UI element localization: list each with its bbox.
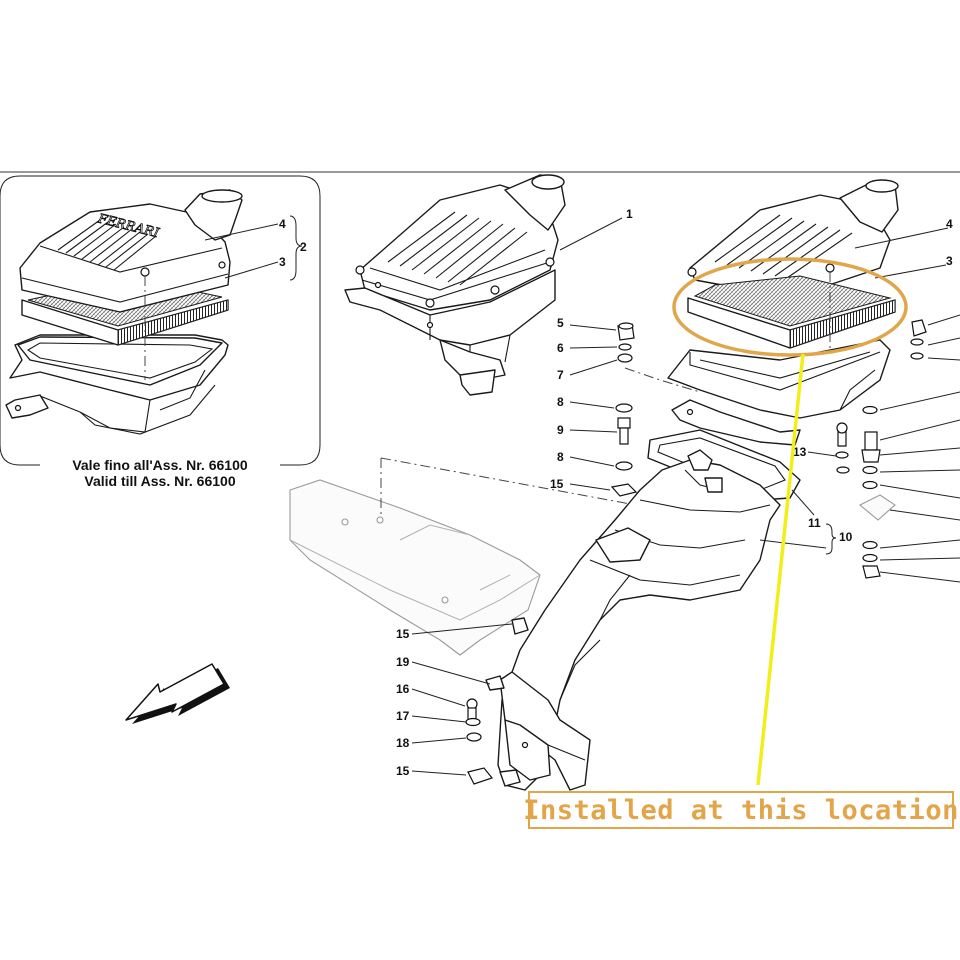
direction-arrow-icon	[125, 663, 230, 724]
callout-6: 6	[557, 341, 564, 355]
callout-7: 7	[557, 368, 564, 382]
callout-15b: 15	[396, 627, 410, 641]
callout-17: 17	[396, 709, 410, 723]
air-intake-duct	[485, 429, 801, 791]
right-hardware-column	[835, 314, 960, 583]
inset-caption-en: Valid till Ass. Nr. 66100	[84, 473, 235, 489]
inset-caption-it: Vale fino all'Ass. Nr. 66100	[72, 457, 248, 473]
ghost-floor-panel	[289, 479, 541, 656]
callout-11: 11	[808, 516, 821, 530]
callout-18: 18	[396, 736, 410, 750]
hardware-column-bottom	[465, 698, 494, 785]
airbox-exploded-right	[667, 179, 899, 446]
callout-15c: 15	[396, 764, 410, 778]
callout-15a: 15	[550, 477, 564, 491]
inset-callout-2: 2	[300, 240, 307, 254]
installed-location-note: Installed at this location	[523, 791, 958, 829]
callout-9: 9	[557, 423, 564, 437]
inset-panel: FERRARI 4 3 2 Vale fino all'Ass. Nr. 661…	[0, 175, 321, 489]
callout-8b: 8	[557, 450, 564, 464]
callout-4-main: 4	[946, 217, 953, 231]
callout-13: 13	[793, 445, 807, 459]
installed-location-text: Installed at this location	[523, 794, 959, 826]
callout-1: 1	[626, 207, 633, 221]
inset-callout-3: 3	[279, 255, 286, 269]
callout-8a: 8	[557, 395, 564, 409]
highlight-ellipse	[672, 257, 908, 357]
callout-16: 16	[396, 682, 410, 696]
inset-airbox-base	[5, 334, 229, 435]
inset-airbox-cover: FERRARI	[19, 189, 243, 380]
callout-5: 5	[557, 316, 564, 330]
callout-3-main: 3	[946, 254, 953, 268]
callout-19: 19	[396, 655, 410, 669]
pointer-line	[756, 353, 805, 786]
airbox-assembly-1	[344, 174, 566, 396]
callout-10: 10	[839, 530, 853, 544]
inset-callout-4: 4	[279, 217, 286, 231]
hardware-column-left	[610, 322, 638, 497]
